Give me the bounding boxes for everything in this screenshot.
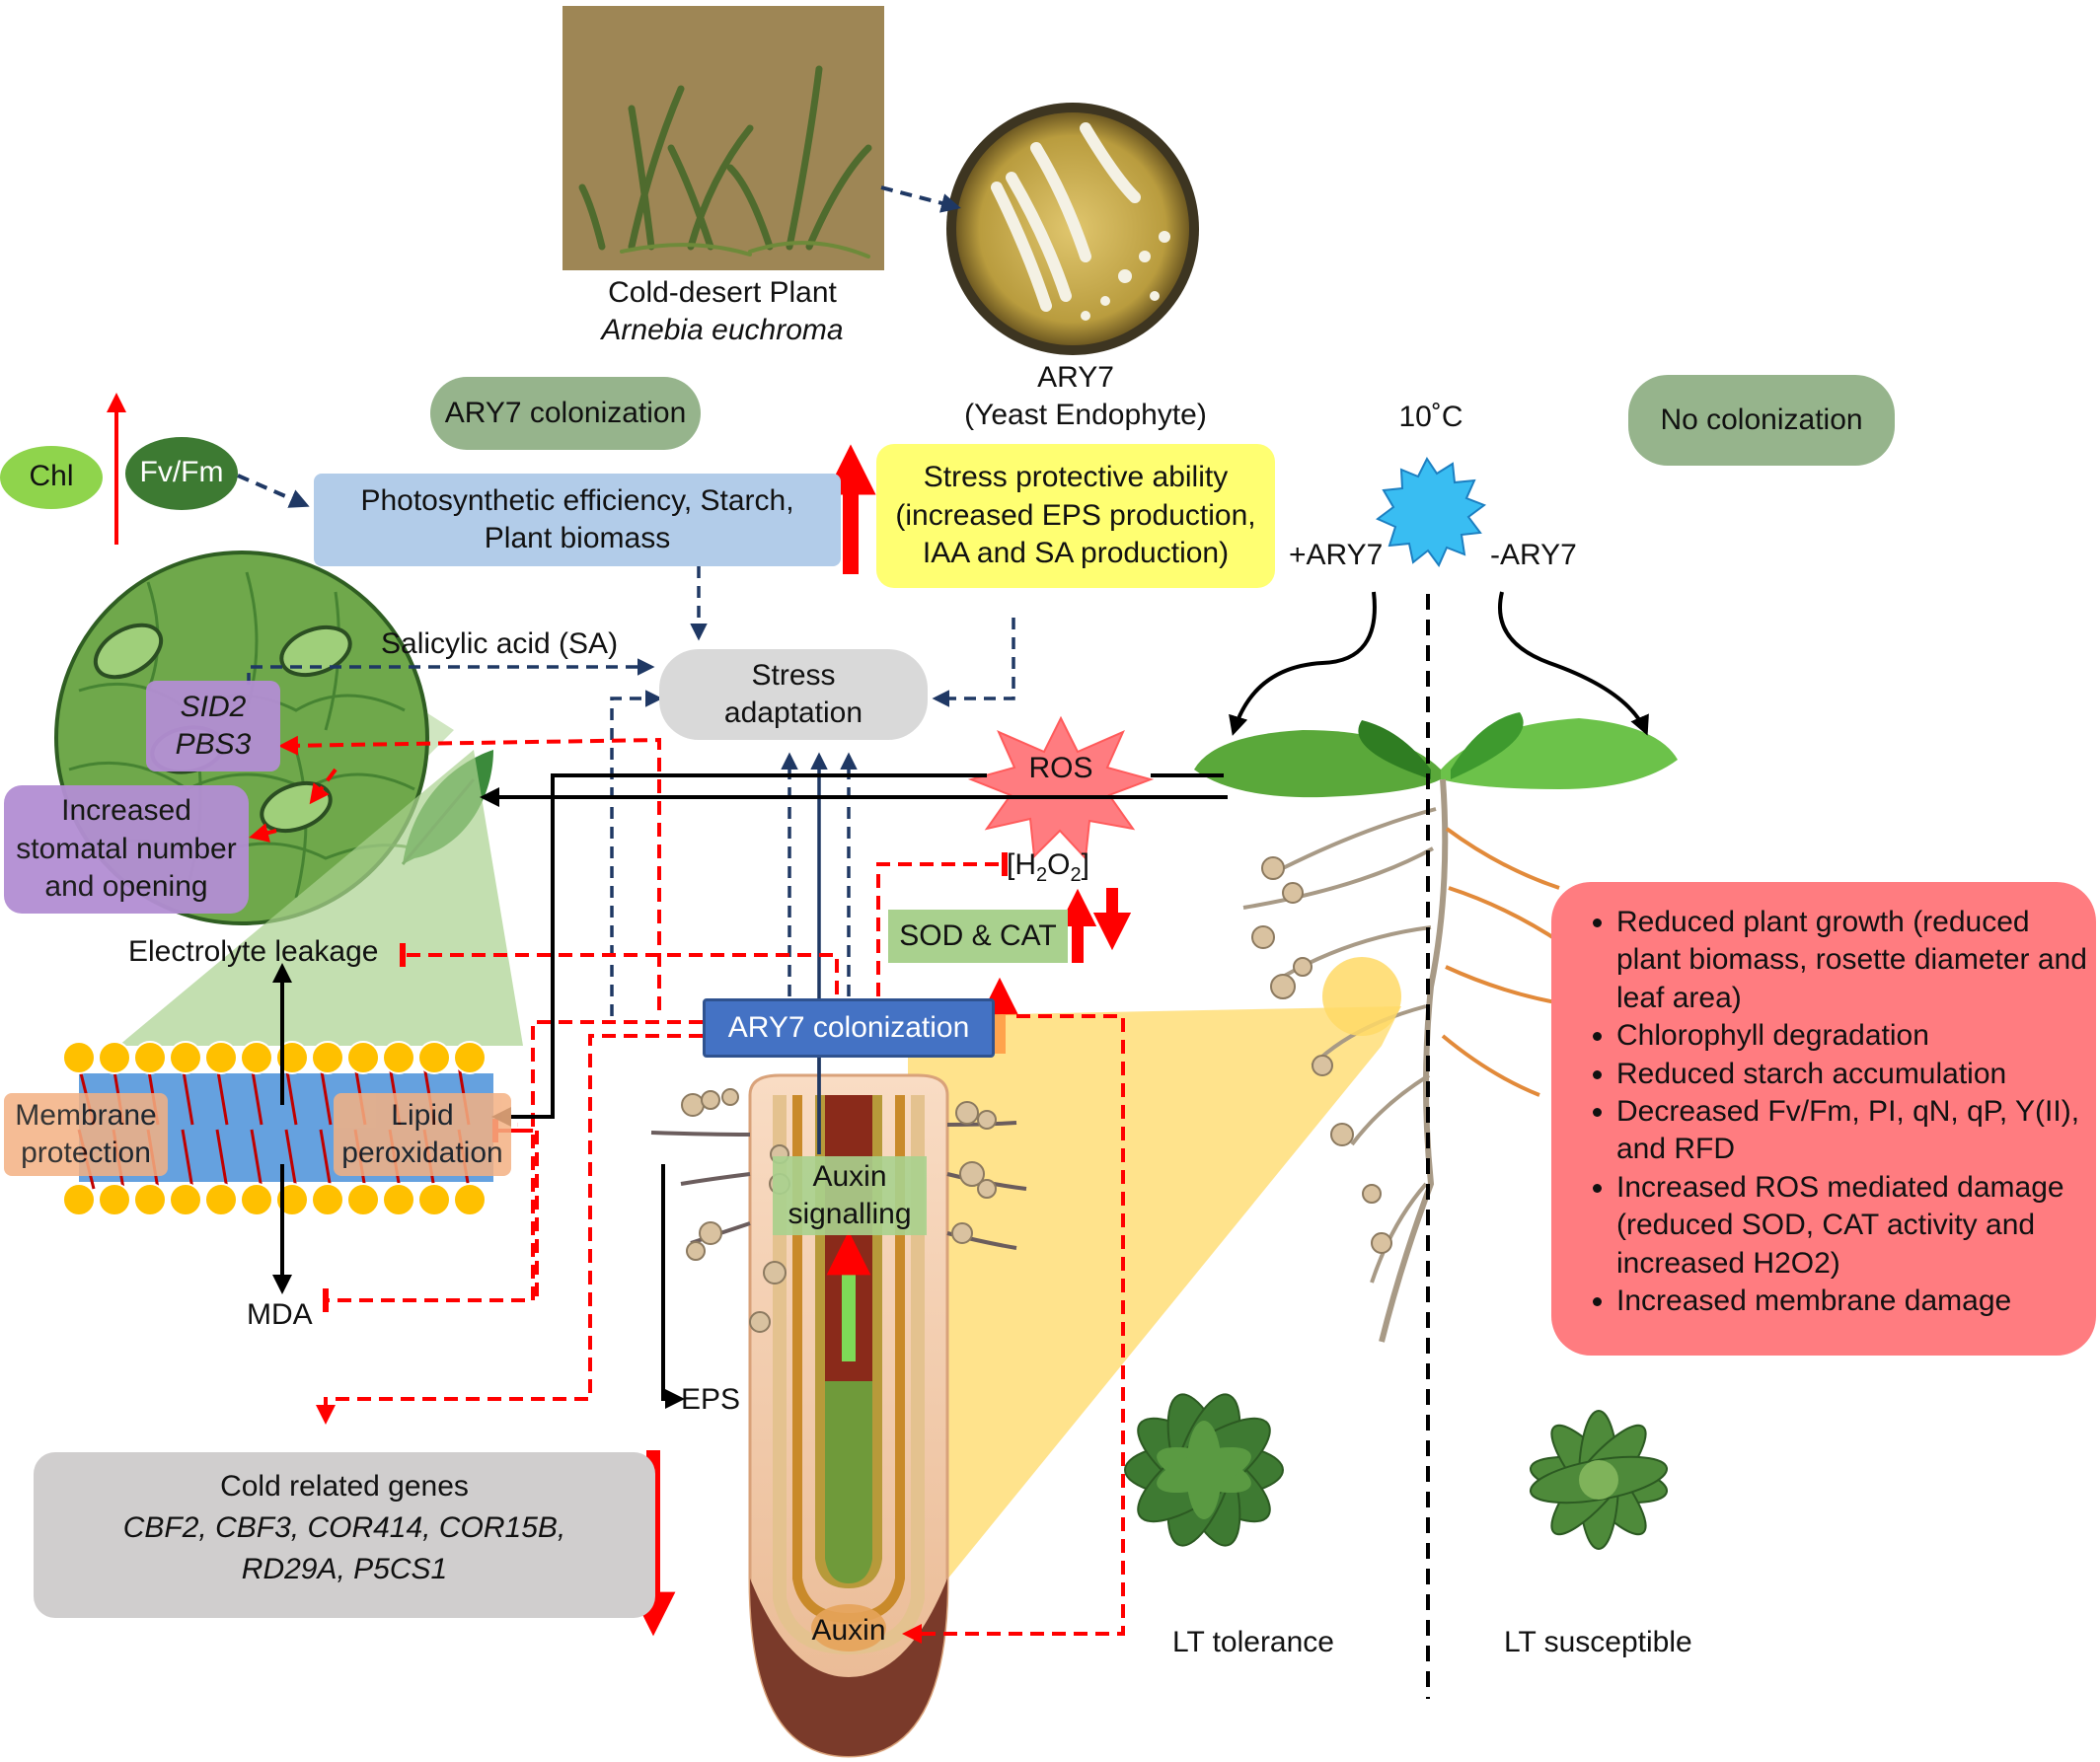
ary7-colonization-pill: ARY7 colonization [430,377,701,450]
rosette-tolerant [1124,1393,1284,1547]
stress-adaptation-line1: Stress [751,658,836,692]
no-colonization-label: No colonization [1660,403,1863,436]
auxin-signalling-text: Auxin signalling [773,1156,927,1235]
cold-genes-line1: CBF2, CBF3, COR414, COR15B, [122,1511,566,1544]
stress-adaptation-box: Stress adaptation [659,649,928,740]
root-illustration [650,1006,1401,1758]
plant-caption: Cold-desert Plant [608,276,837,309]
lt-susceptible-label: LT susceptible [1504,1626,1692,1658]
photosynthesis-box: Photosynthetic efficiency, Starch, Plant… [314,474,841,566]
rosette-susceptible [1529,1410,1669,1550]
stomata-line2: stomatal number [16,832,237,865]
plant-photo [562,6,884,270]
ros-label: ROS [1028,752,1093,784]
salicylic-acid-label: Salicylic acid (SA) [381,627,619,660]
chl-ellipse [0,446,103,509]
eps-label: EPS [681,1383,741,1416]
membrane-line1: Membrane [15,1098,157,1132]
stress-protective-box: Stress protective ability (increased EPS… [876,444,1275,588]
sod-cat-label: SOD & CAT [899,918,1057,952]
stress-adaptation-line2: adaptation [723,697,863,729]
fvfm-arrow [237,474,310,508]
chl-label: Chl [29,460,74,492]
ary7-colonization-pill-label: ARY7 colonization [444,396,687,429]
sun-icon [1376,457,1487,567]
ary7-colonization-center-box: ARY7 colonization [703,998,995,1058]
temperature-label: 10˚C [1398,401,1463,433]
plant-to-plate-arrow [880,185,961,213]
lipid-line2: peroxidation [341,1137,503,1169]
cold-genes-title: Cold related genes [220,1470,469,1503]
plus-ary7-arrow [1229,591,1377,736]
effect-item: Increased membrane damage [1616,1283,2096,1320]
stomata-line1: Increased [61,794,191,828]
stress-protective-line1: Stress protective ability [923,461,1229,494]
magnify-triangle [118,750,523,1046]
sid2-pbs3-box: SID2 PBS3 [146,681,280,771]
fvfm-ellipse [125,437,238,510]
stress-protective-line2: (increased EPS production, [895,498,1256,532]
membrane-protection-box: Membrane protection [4,1093,168,1176]
no-colonization-pill: No colonization [1628,375,1895,466]
plant-species: Arnebia euchroma [601,314,844,346]
membrane-line2: protection [21,1137,151,1169]
minus-ary7-arrow [1498,591,1649,736]
lt-tolerance-label: LT tolerance [1172,1626,1334,1658]
endophyte-name: ARY7 [1037,361,1114,394]
effect-item: Decreased Fv/Fm, PI, qN, qP, Y(II), and … [1616,1093,2096,1169]
h2o2-sub1: 2 [1036,864,1048,886]
cold-genes-line2: RD29A, P5CS1 [241,1553,448,1585]
plus-ary7-label: +ARY7 [1289,539,1384,571]
photosynthesis-line2: Plant biomass [484,522,671,554]
photosynthesis-line1: Photosynthetic efficiency, Starch, [360,483,794,517]
stomata-box: Increased stomatal number and opening [4,785,249,914]
h2o2-sub2: 2 [1070,864,1082,886]
endophyte-description: (Yeast Endophyte) [964,399,1207,431]
minus-ary7-label: -ARY7 [1490,539,1577,571]
pbs3-label: PBS3 [175,728,252,761]
effect-item: Reduced plant growth (reduced plant biom… [1616,904,2096,1017]
h2o2-h: H [1014,848,1037,881]
h2o2-label: [H2O2] [1007,848,1089,886]
auxin-signalling-box [773,1156,927,1235]
stomata-line3: and opening [44,870,208,904]
sid2-label: SID2 [180,690,247,723]
auxin-label: Auxin [811,1614,886,1647]
sod-cat-box: SOD & CAT [888,910,1068,963]
lipid-line1: Lipid [391,1098,454,1132]
cold-genes-box: Cold related genes CBF2, CBF3, COR414, C… [34,1452,655,1618]
h2o2-o: O [1047,848,1071,881]
mda-label: MDA [247,1298,313,1331]
effect-item: Increased ROS mediated damage (reduced S… [1616,1169,2096,1283]
auxin-signalling-line2: signalling [788,1198,912,1230]
ary7-colonization-center-label: ARY7 colonization [727,1010,970,1044]
auxin-signalling-line1: Auxin [812,1159,887,1193]
effect-item: Chlorophyll degradation [1616,1017,2096,1055]
effects-list: Reduced plant growth (reduced plant biom… [1551,904,2096,1320]
petri-plate [946,103,1199,355]
electrolyte-leakage-label: Electrolyte leakage [128,935,379,968]
ros-burst-icon [967,715,1155,861]
effects-box: Reduced plant growth (reduced plant biom… [1551,882,2096,1356]
lipid-peroxidation-box: Lipid peroxidation [334,1093,511,1176]
stress-protective-line3: IAA and SA production) [922,537,1230,570]
effect-item: Reduced starch accumulation [1616,1056,2096,1093]
fvfm-label: Fv/Fm [139,456,224,488]
